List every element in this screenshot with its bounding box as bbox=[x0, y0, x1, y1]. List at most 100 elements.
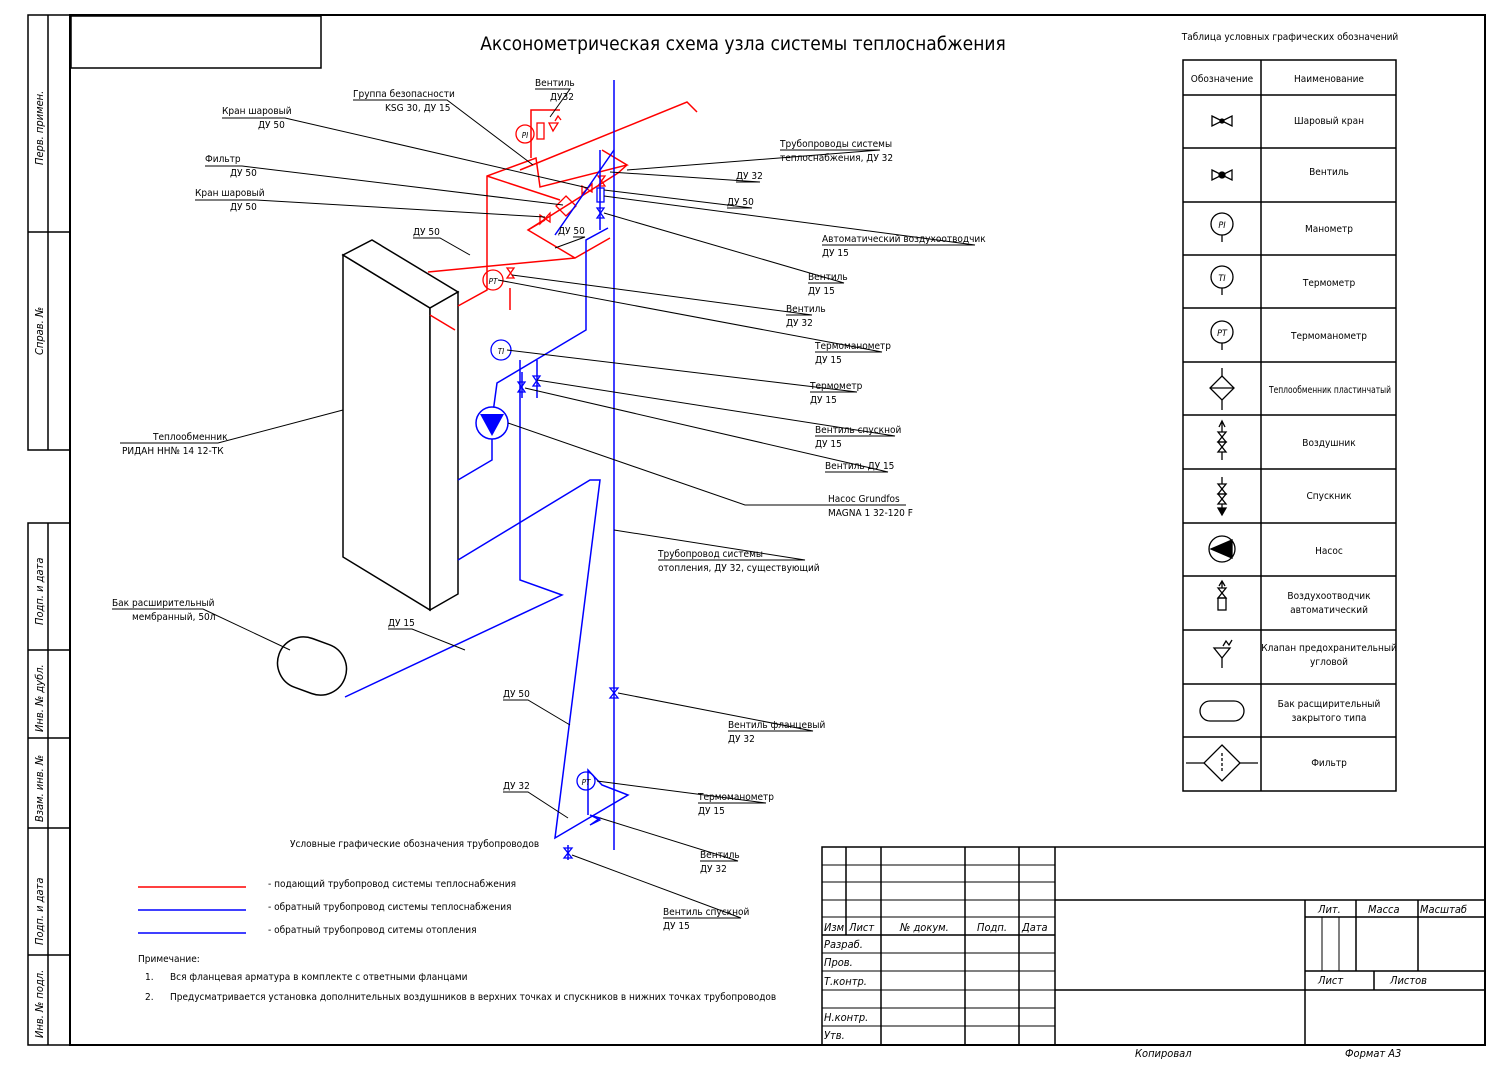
auto-air-vent-icon bbox=[1216, 579, 1228, 611]
legend-table-grid bbox=[1182, 59, 1397, 792]
pt-gauge-2 bbox=[576, 771, 596, 791]
tb-col-list: Лист bbox=[848, 921, 874, 934]
manometer-icon: PI bbox=[1210, 212, 1234, 242]
return-fittings bbox=[490, 187, 620, 859]
heat-exchanger bbox=[341, 239, 460, 612]
callout-du15: ДУ 15 bbox=[388, 618, 415, 629]
pt-gauge-1 bbox=[482, 269, 504, 291]
side-label-inv-podl: Инв. № подл. bbox=[33, 970, 46, 1038]
thermometer-icon: TI bbox=[1210, 265, 1234, 295]
filter-icon bbox=[1186, 744, 1258, 782]
safety-group-body bbox=[536, 122, 545, 140]
pt-tag-1: PT bbox=[489, 277, 498, 286]
callout-du50-a: ДУ 50 bbox=[413, 227, 440, 238]
pi-gauge-top bbox=[515, 124, 535, 144]
title-block-texts: Изм Лист № докум. Подп. Дата Разраб. Про… bbox=[824, 903, 1467, 1060]
drain-valve-blue-2 bbox=[562, 847, 574, 859]
ti-tag: TI bbox=[498, 347, 505, 356]
flange-valve-blue bbox=[608, 687, 620, 699]
valve-blue-low bbox=[589, 814, 602, 826]
note-2-text: Предусматривается установка дополнительн… bbox=[170, 991, 776, 1003]
valve-blue-top bbox=[595, 207, 606, 219]
safety-valve-icon bbox=[1212, 639, 1233, 668]
drain-valve-blue-1 bbox=[531, 375, 542, 387]
legend-name-ball-valve: Шаровый кран bbox=[1294, 116, 1364, 127]
tb-format: Формат А3 bbox=[1345, 1047, 1401, 1060]
tb-col-date: Дата bbox=[1021, 921, 1048, 934]
side-label-podp-1: Подп. и дата bbox=[33, 558, 46, 625]
notes: Примечание: 1. Вся фланцевая арматура в … bbox=[138, 954, 776, 1003]
expansion-tank-icon bbox=[1199, 700, 1245, 722]
ball-valve-red-1 bbox=[581, 182, 593, 196]
title-block bbox=[821, 846, 1486, 1046]
pump bbox=[475, 406, 509, 440]
tb-scale: Масштаб bbox=[1420, 903, 1467, 916]
auto-air-vent-body bbox=[596, 187, 605, 203]
callout-du50-b: ДУ 50 bbox=[558, 226, 585, 237]
side-label-perv: Перв. примен. bbox=[33, 91, 46, 165]
ball-valve-icon bbox=[1211, 114, 1233, 128]
legend-header-name: Наименование bbox=[1294, 74, 1364, 85]
callout-du32-r: ДУ 32 bbox=[736, 171, 763, 182]
pipe-legend: Условные графические обозначения трубопр… bbox=[138, 838, 539, 936]
note-1-num: 1. bbox=[145, 972, 154, 983]
tb-col-podp: Подп. bbox=[977, 921, 1007, 934]
supply-piping bbox=[427, 101, 698, 331]
ball-valve-red-2 bbox=[539, 211, 551, 226]
expansion-tank bbox=[276, 636, 348, 696]
callout-du50-r: ДУ 50 bbox=[727, 197, 754, 208]
safety-valve-top-icon bbox=[547, 122, 560, 133]
side-label-sprav: Справ. № bbox=[33, 307, 46, 355]
side-stamp bbox=[27, 14, 71, 1046]
tb-lit: Лит. bbox=[1317, 903, 1341, 916]
note-2-num: 2. bbox=[145, 992, 154, 1003]
side-label-inv-dubl: Инв. № дубл. bbox=[33, 664, 46, 732]
tb-role-nkontr: Н.контр. bbox=[824, 1011, 868, 1024]
legend-name-plate-heat-exchanger: Теплообменник пластинчатый bbox=[1268, 384, 1391, 396]
tb-role-tkontr: Т.контр. bbox=[824, 975, 867, 988]
supply-fittings bbox=[482, 114, 607, 291]
legend-name-globe-valve: Вентиль bbox=[1309, 167, 1349, 178]
thermomanometer-icon: PT bbox=[1210, 320, 1234, 350]
pipe-legend-text-heating: - обратный трубопровод ситемы отопления bbox=[268, 924, 477, 936]
tb-copied: Копировал bbox=[1135, 1047, 1192, 1060]
svg-text:PI: PI bbox=[1218, 221, 1226, 231]
pump-icon bbox=[1208, 535, 1236, 563]
drawing-frame bbox=[69, 14, 1486, 1046]
tb-sheets: Листов bbox=[1389, 974, 1427, 987]
valve-red-pt bbox=[505, 267, 516, 279]
drawing-title: Аксонометрическая схема узла системы теп… bbox=[480, 33, 1006, 55]
legend-name-manometer: Манометр bbox=[1305, 224, 1353, 235]
legend-name-pump: Насос bbox=[1315, 546, 1343, 557]
legend-name-filter: Фильтр bbox=[1311, 758, 1347, 769]
legend-table-title: Таблица условных графических обозначений bbox=[1181, 31, 1399, 43]
air-vent-icon bbox=[1216, 419, 1228, 460]
svg-text:TI: TI bbox=[1218, 274, 1226, 284]
pt-tag-2: PT bbox=[582, 778, 591, 787]
legend-name-drain: Спускник bbox=[1306, 491, 1352, 502]
callout-du50-low: ДУ 50 bbox=[503, 689, 530, 700]
side-label-vzam: Взам. инв. № bbox=[33, 755, 46, 822]
note-1-text: Вся фланцевая арматура в комплекте с отв… bbox=[170, 972, 468, 983]
tb-col-doc: № докум. bbox=[899, 921, 949, 934]
valve-blue-2 bbox=[516, 381, 527, 393]
pi-tag: PI bbox=[522, 131, 528, 140]
tb-role-prov: Пров. bbox=[824, 956, 853, 969]
